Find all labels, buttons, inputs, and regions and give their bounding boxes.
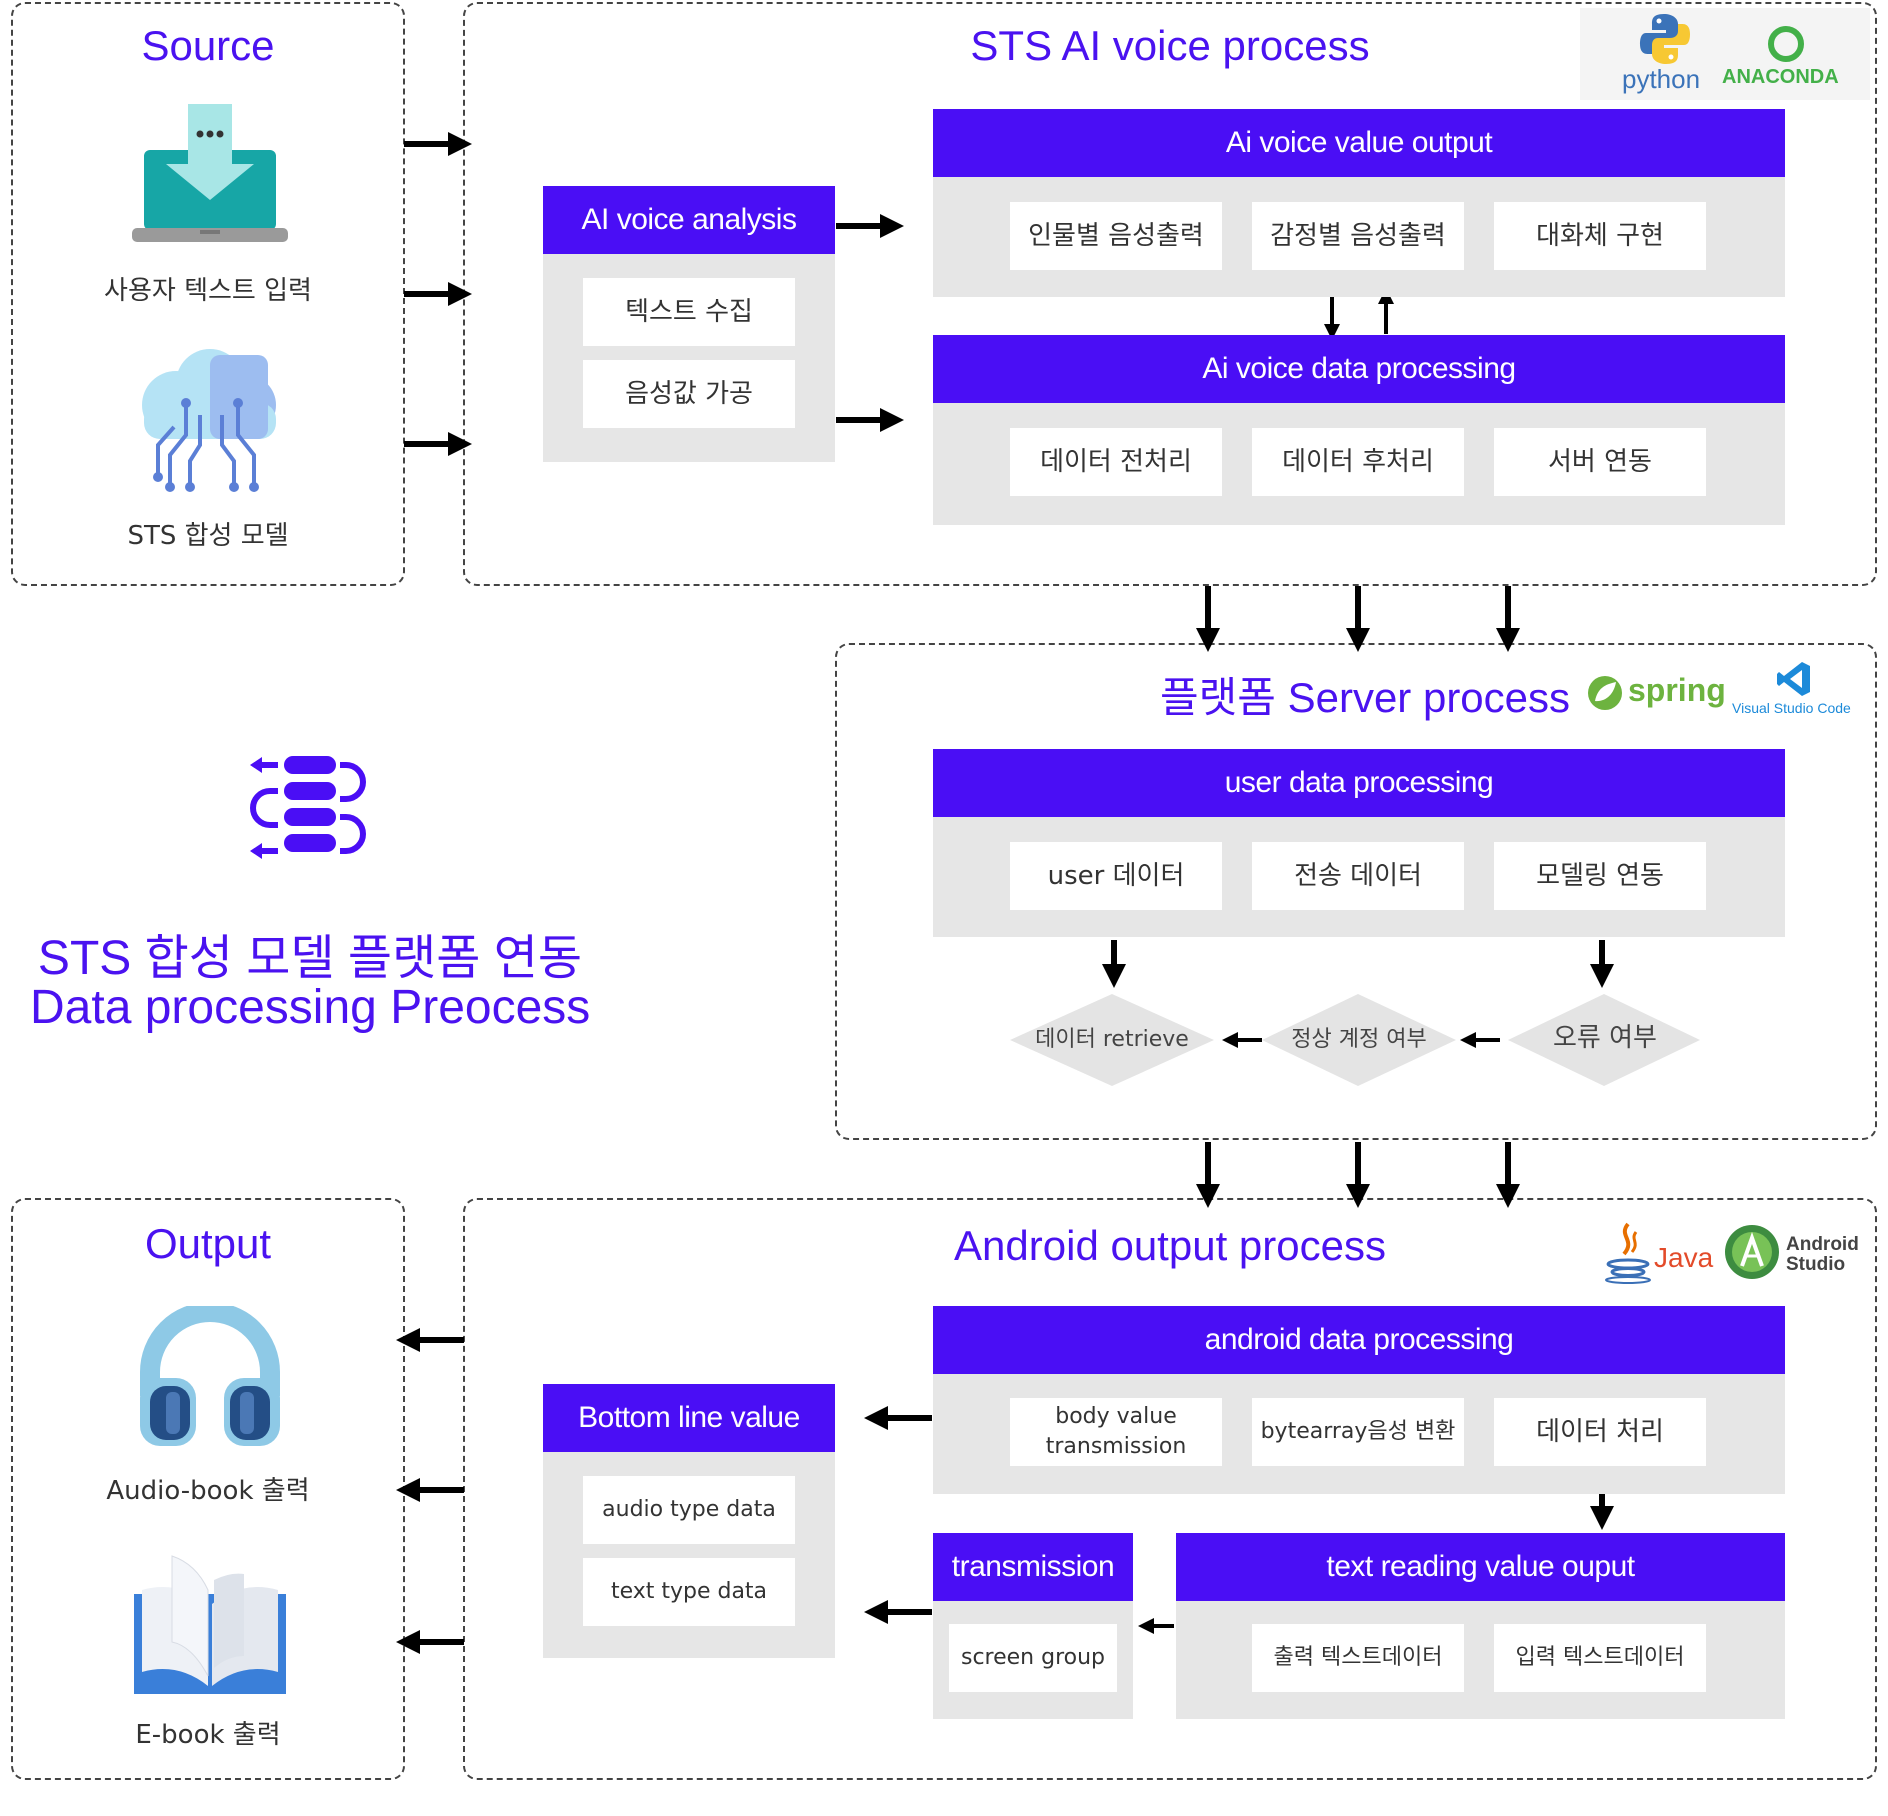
python-logo-text: python bbox=[1622, 64, 1701, 94]
android-data-item-bytearray: bytearray음성 변환 bbox=[1252, 1398, 1464, 1466]
android-data-item-data-process: 데이터 처리 bbox=[1494, 1398, 1706, 1466]
laptop-download-icon bbox=[132, 104, 288, 242]
python-logo-icon bbox=[1640, 14, 1690, 64]
vscode-logo-icon bbox=[1777, 662, 1810, 696]
center-title-line2: Data processing Preocess bbox=[30, 981, 591, 1034]
android-studio-logo-icon bbox=[1725, 1225, 1779, 1279]
body-value-line1: body value bbox=[1055, 1404, 1177, 1429]
source-item-sts-model: STS 합성 모델 bbox=[127, 521, 289, 551]
check-diamond-error bbox=[1508, 994, 1700, 1086]
user-data-item-modeling: 모델링 연동 bbox=[1494, 842, 1706, 910]
open-book-icon bbox=[134, 1555, 286, 1694]
ai-output-item-character: 인물별 음성출력 bbox=[1010, 202, 1222, 270]
android-studio-logo-text2: Studio bbox=[1786, 1254, 1846, 1275]
check-diamond-retrieve bbox=[1010, 994, 1214, 1086]
user-data-header: user data processing bbox=[933, 749, 1785, 817]
ai-analysis-header: AI voice analysis bbox=[543, 186, 835, 254]
spring-logo-icon bbox=[1588, 676, 1622, 710]
bottom-item-text-type: text type data bbox=[583, 1558, 795, 1626]
vscode-logo-text: Visual Studio Code bbox=[1732, 700, 1851, 716]
check-diamond-account bbox=[1262, 994, 1456, 1086]
server-process-title: 플랫폼 Server process bbox=[1160, 674, 1571, 721]
data-flow-icon bbox=[250, 756, 366, 859]
ai-analysis-item-voice-process: 음성값 가공 bbox=[583, 360, 795, 428]
text-reading-header: text reading value ouput bbox=[1176, 1533, 1785, 1601]
android-process-title: Android output process bbox=[954, 1222, 1386, 1269]
android-studio-logo-text1: Android bbox=[1786, 1234, 1859, 1255]
logo-background bbox=[1580, 8, 1870, 100]
ai-output-item-emotion: 감정별 음성출력 bbox=[1252, 202, 1464, 270]
text-reading-item-input-text: 입력 텍스트데이터 bbox=[1494, 1624, 1706, 1692]
check-account-label: 정상 계정 여부 bbox=[1291, 1027, 1427, 1052]
check-retrieve-label: 데이터 retrieve bbox=[1035, 1027, 1189, 1052]
user-data-item-transfer: 전송 데이터 bbox=[1252, 842, 1464, 910]
android-data-header: android data processing bbox=[933, 1306, 1785, 1374]
ai-process-title: STS AI voice process bbox=[970, 22, 1370, 69]
java-logo-text: Java bbox=[1654, 1242, 1714, 1273]
ai-analysis-item-text-collect: 텍스트 수집 bbox=[583, 278, 795, 346]
headphones-icon bbox=[140, 1306, 280, 1446]
transmission-item-screen-group: screen group bbox=[949, 1624, 1117, 1692]
output-item-audiobook: Audio-book 출력 bbox=[106, 1476, 310, 1506]
output-title: Output bbox=[144, 1220, 272, 1267]
bottom-line-header: Bottom line value bbox=[543, 1384, 835, 1452]
check-error-label: 오류 여부 bbox=[1553, 1023, 1657, 1053]
transmission-header: transmission bbox=[933, 1533, 1133, 1601]
java-logo-icon bbox=[1605, 1222, 1651, 1284]
ai-output-item-dialog: 대화체 구현 bbox=[1494, 202, 1706, 270]
ai-data-header: Ai voice data processing bbox=[933, 335, 1785, 403]
cloud-circuit-icon bbox=[142, 349, 276, 492]
user-data-item-user: user 데이터 bbox=[1010, 842, 1222, 910]
ai-data-item-preprocess: 데이터 전처리 bbox=[1010, 428, 1222, 496]
ai-output-header: Ai voice value output bbox=[933, 109, 1785, 177]
bottom-item-audio-type: audio type data bbox=[583, 1476, 795, 1544]
center-title-line1: STS 합성 모델 플랫폼 연동 bbox=[37, 932, 583, 985]
body-value-line2: transmission bbox=[1045, 1434, 1187, 1459]
output-item-ebook: E-book 출력 bbox=[135, 1720, 281, 1750]
source-item-text-input: 사용자 텍스트 입력 bbox=[104, 276, 312, 306]
anaconda-logo-icon bbox=[1768, 26, 1804, 62]
spring-logo-text: spring bbox=[1628, 672, 1726, 708]
anaconda-logo-text: ANACONDA bbox=[1722, 66, 1839, 88]
text-reading-item-output-text: 출력 텍스트데이터 bbox=[1252, 1624, 1464, 1692]
source-title: Source bbox=[141, 22, 275, 69]
ai-data-item-postprocess: 데이터 후처리 bbox=[1252, 428, 1464, 496]
ai-data-item-server-link: 서버 연동 bbox=[1494, 428, 1706, 496]
android-data-item-body-value: body value transmission bbox=[1010, 1398, 1222, 1466]
